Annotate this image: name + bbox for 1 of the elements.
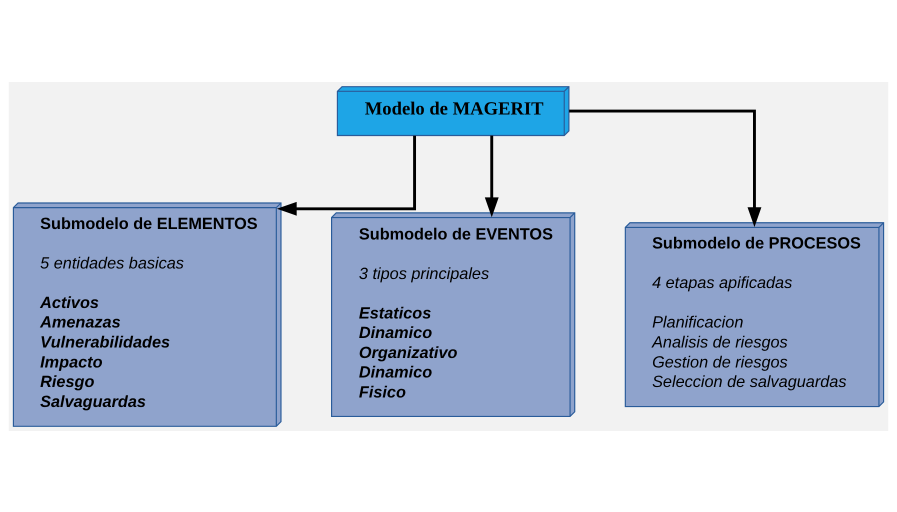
arrow — [484, 135, 499, 217]
